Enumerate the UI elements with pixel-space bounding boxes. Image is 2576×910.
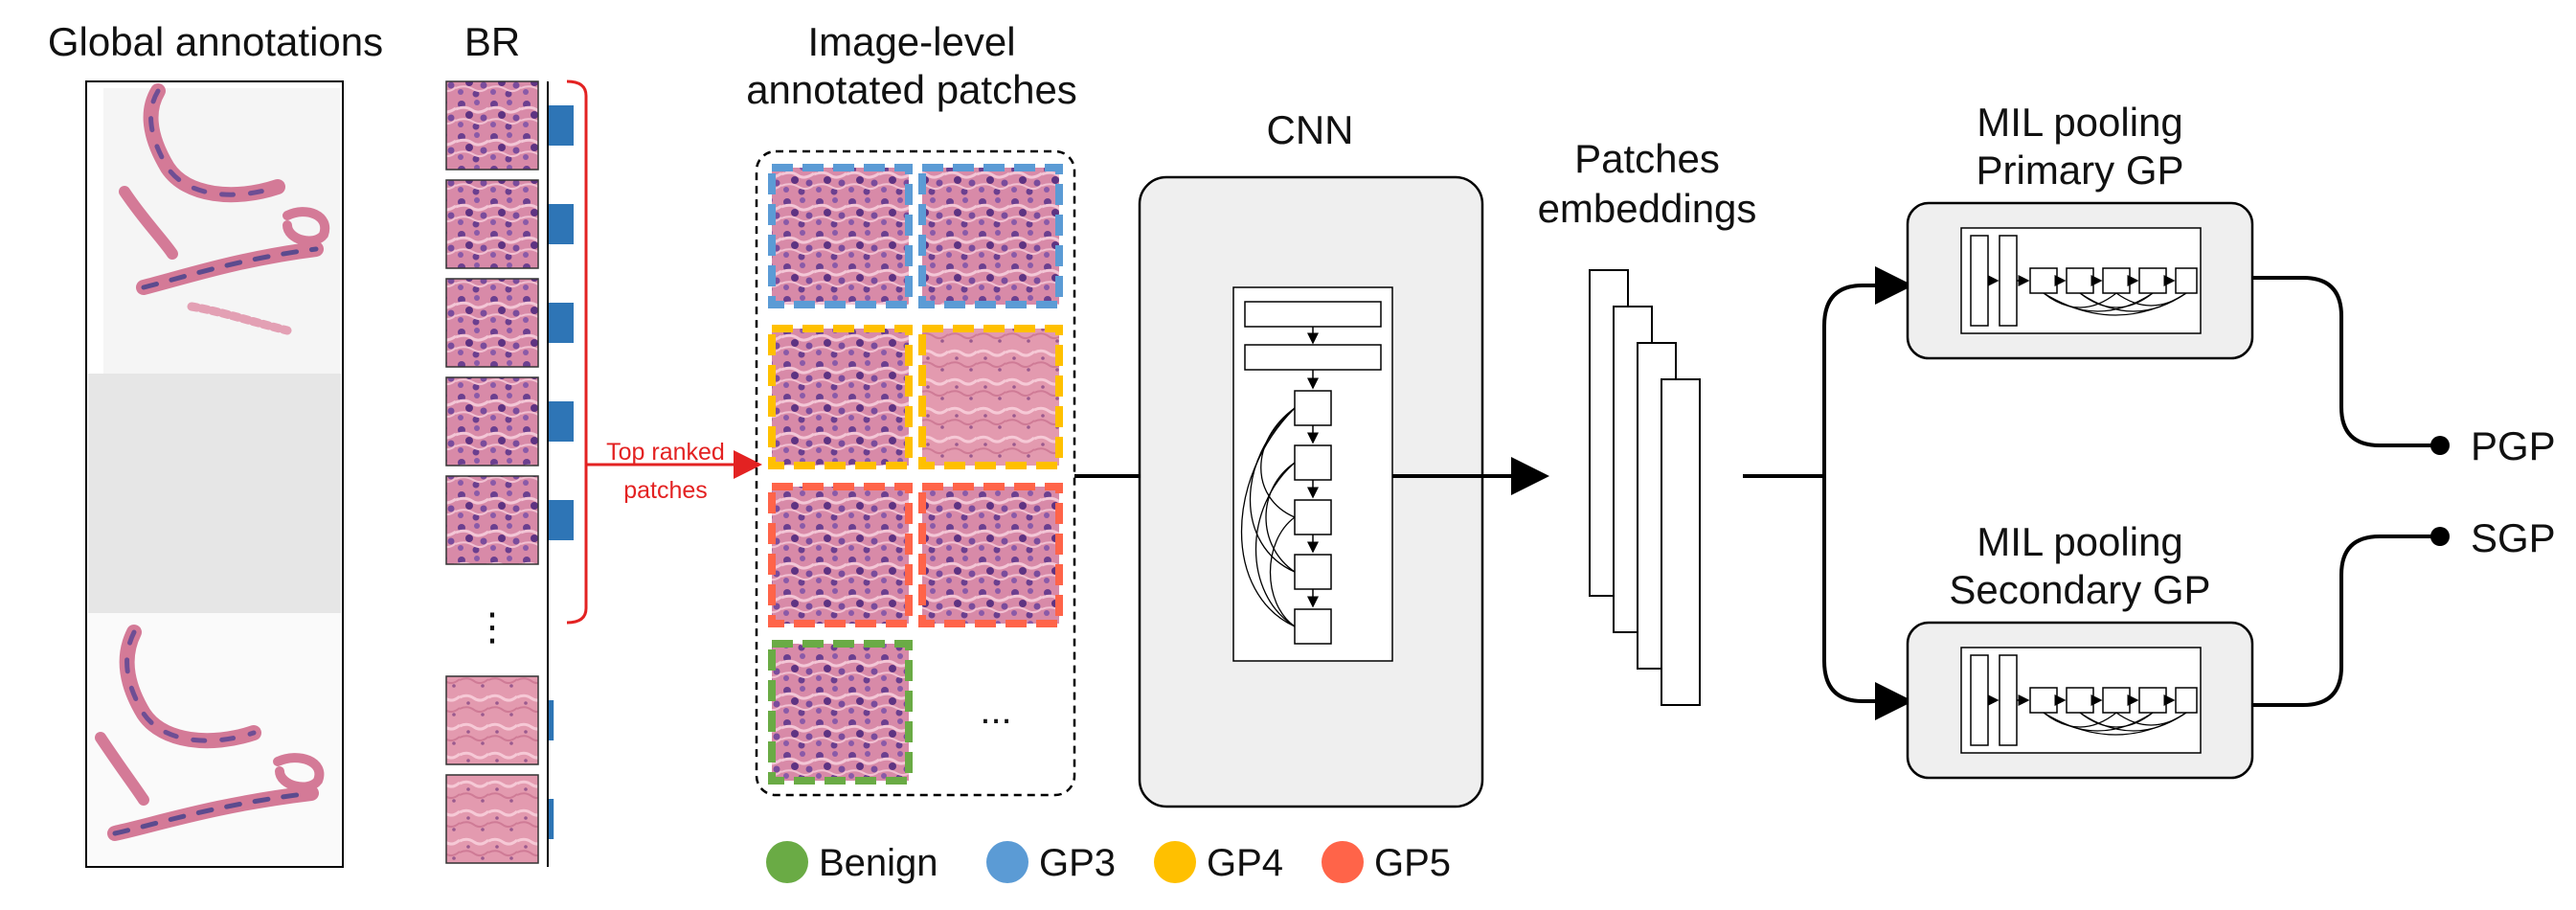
br-score-bar (549, 204, 574, 244)
annotated-patch-gp3 (918, 164, 1063, 308)
cnn-block (1138, 175, 1484, 808)
legend-swatch-gp3 (986, 841, 1028, 883)
grade-legend: Benign GP3 GP4 GP5 (766, 841, 1451, 884)
br-patch (445, 675, 539, 765)
pgp-output-dot (2430, 436, 2450, 455)
legend-label-gp3: GP3 (1039, 842, 1116, 884)
legend-label-gp5: GP5 (1374, 842, 1451, 884)
whole-slide-panel (85, 80, 344, 868)
br-score-bar (549, 401, 574, 442)
br-patch (445, 179, 539, 269)
branch-connectors (1743, 266, 2437, 720)
legend-swatch-gp4 (1154, 841, 1196, 883)
br-score-bar (549, 799, 554, 839)
mil-secondary-title-line1: MIL pooling (1977, 519, 2183, 564)
sgp-output-dot (2430, 527, 2450, 546)
br-patch (445, 774, 539, 864)
mil-primary-title-line1: MIL pooling (1977, 100, 2183, 145)
br-title: BR (464, 19, 520, 64)
annotated-patch-gp4 (768, 325, 913, 469)
pgp-label: PGP (2471, 423, 2556, 468)
annotated-patch-grid: ... (755, 149, 1076, 797)
cnn-title: CNN (1267, 107, 1354, 152)
embeddings-title-line1: Patches (1574, 136, 1720, 181)
patch-grid-ellipsis: ... (980, 690, 1011, 732)
mil-primary-block (1906, 201, 2254, 360)
embedding-stack (1589, 269, 1701, 706)
global-annotations-title: Global annotations (48, 19, 383, 64)
legend-label-benign: Benign (819, 842, 938, 884)
br-patch (445, 80, 539, 171)
top-ranked-label-line1: Top ranked (606, 439, 725, 466)
br-patch (445, 278, 539, 368)
top-ranked-label-line2: patches (623, 477, 708, 504)
mil-secondary-block (1906, 621, 2254, 780)
sgp-label: SGP (2471, 515, 2556, 560)
legend-swatch-benign (766, 841, 808, 883)
image-level-title-line2: annotated patches (746, 67, 1077, 112)
legend-label-gp4: GP4 (1207, 842, 1283, 884)
embeddings-title-line2: embeddings (1538, 186, 1757, 231)
top-ranked-bracket: Top ranked patches (566, 80, 762, 625)
legend-swatch-gp5 (1322, 841, 1364, 883)
br-score-bar (549, 303, 574, 343)
mil-secondary-title-line2: Secondary GP (1949, 567, 2210, 612)
image-level-title-line1: Image-level (807, 19, 1015, 64)
tissue-section-bottom (95, 625, 325, 841)
br-score-bar (549, 700, 554, 740)
tissue-section-top (119, 83, 330, 335)
br-patch (445, 475, 539, 565)
br-patch-column: ⋮ (445, 80, 539, 864)
br-score-bar (549, 105, 574, 146)
annotated-patch-benign (768, 640, 913, 785)
annotated-patch-gp5 (768, 483, 913, 627)
br-patch (445, 376, 539, 466)
annotated-patch-gp3 (768, 164, 913, 308)
br-ellipsis: ⋮ (473, 606, 511, 648)
br-score-bars (547, 81, 574, 867)
annotated-patch-gp4 (918, 325, 1063, 469)
br-score-bar (549, 500, 574, 540)
annotated-patch-gp5 (918, 483, 1063, 627)
mil-primary-title-line2: Primary GP (1976, 148, 2183, 193)
